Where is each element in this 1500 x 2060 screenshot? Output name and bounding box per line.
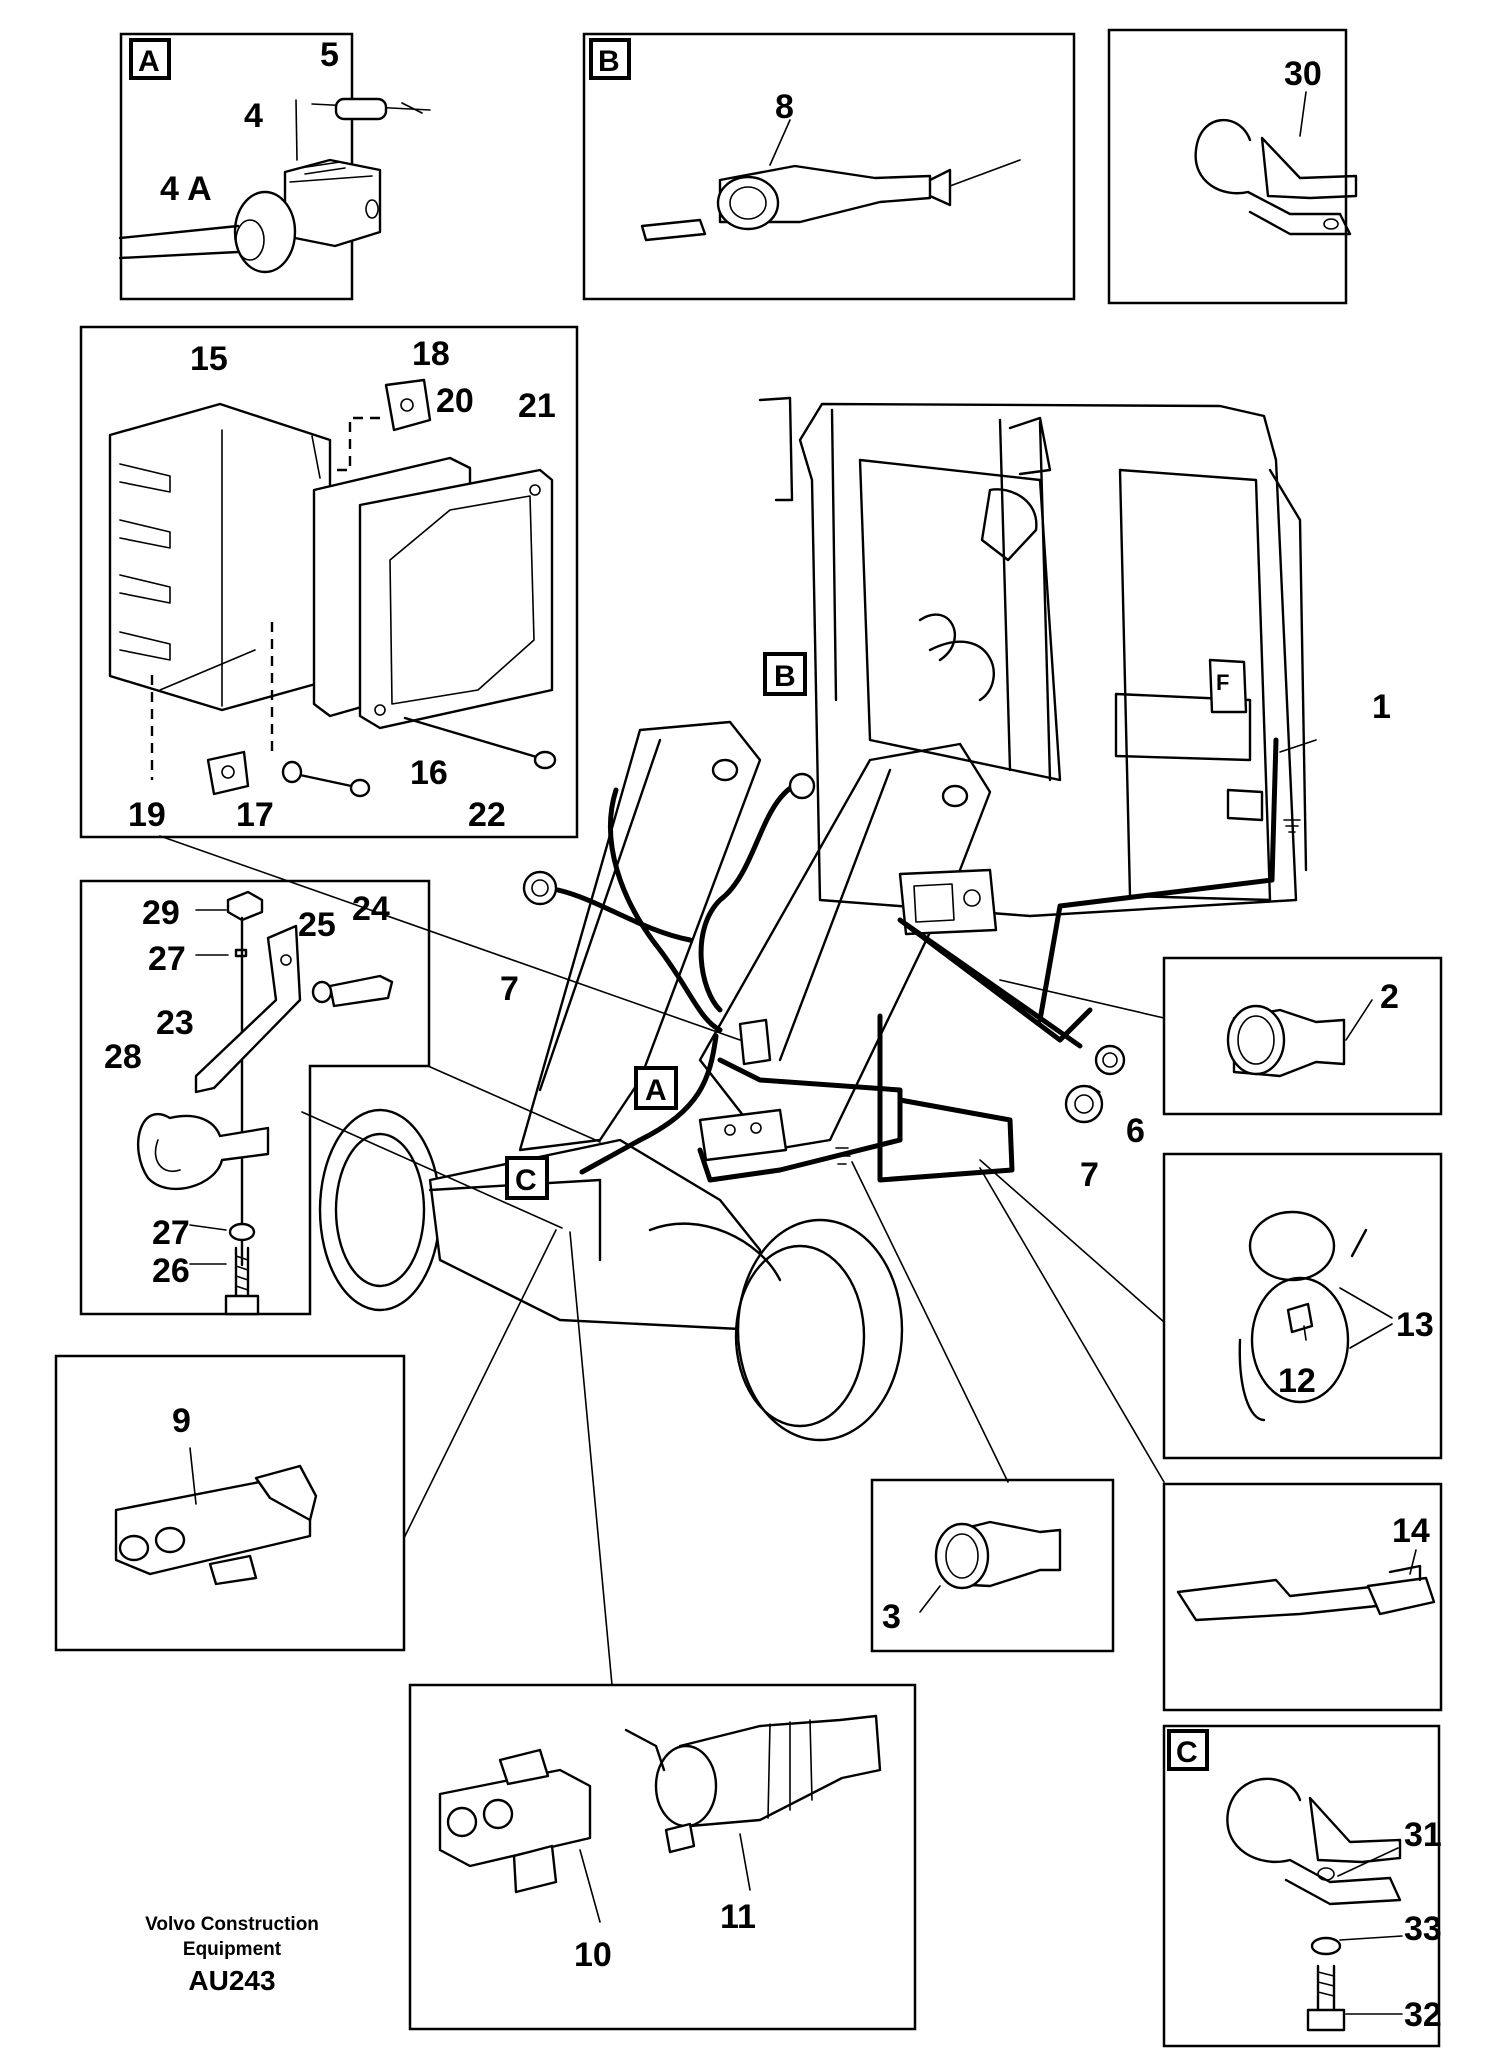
- main-tag-a-box: [634, 1066, 678, 1110]
- callout-6: 6: [1126, 1112, 1145, 1150]
- callout-27-bottom: 27: [152, 1214, 190, 1252]
- callout-2: 2: [1380, 978, 1399, 1016]
- callout-15: 15: [190, 340, 228, 378]
- main-tag-b: B: [774, 660, 796, 693]
- detail-panel-10-11: [408, 1683, 917, 2031]
- callout-7-left: 7: [500, 970, 519, 1008]
- callout-14: 14: [1392, 1512, 1430, 1550]
- callout-9: 9: [172, 1402, 191, 1440]
- callout-3: 3: [882, 1598, 901, 1636]
- callout-33: 33: [1404, 1910, 1442, 1948]
- callout-13: 13: [1396, 1306, 1434, 1344]
- detail-tag-c: C: [1176, 1736, 1198, 1769]
- callout-27-top: 27: [148, 940, 186, 978]
- main-tag-a: A: [645, 1074, 667, 1107]
- callout-29: 29: [142, 894, 180, 932]
- detail-panel-b: B: [582, 32, 1076, 301]
- detail-panel-clamp-30: [1107, 28, 1358, 305]
- callout-4a: 4 A: [160, 170, 212, 208]
- detail-panel-cover: [79, 325, 579, 839]
- callout-21: 21: [518, 387, 556, 425]
- callout-5: 5: [320, 36, 339, 74]
- callout-25: 25: [298, 906, 336, 944]
- callout-8: 8: [775, 88, 794, 126]
- callout-18: 18: [412, 335, 450, 373]
- callout-28: 28: [104, 1038, 142, 1076]
- cab-marker: F: [1216, 670, 1229, 695]
- callout-16: 16: [410, 754, 448, 792]
- callout-1: 1: [1372, 688, 1391, 726]
- detail-panel-bracket: [79, 879, 431, 1316]
- detail-panel-9: [54, 1354, 406, 1652]
- main-tag-b-box: [763, 652, 807, 696]
- detail-tag-a: A: [138, 45, 160, 78]
- detail-panel-2: [1162, 956, 1443, 1116]
- detail-panel-ties: [1162, 1152, 1443, 1460]
- callout-17: 17: [236, 796, 274, 834]
- callout-30: 30: [1284, 55, 1322, 93]
- callout-24: 24: [352, 890, 390, 928]
- detail-panel-c: C: [1162, 1724, 1441, 2048]
- callout-23: 23: [156, 1004, 194, 1042]
- detail-panel-14: [1162, 1482, 1443, 1712]
- main-tag-c-box: [505, 1156, 549, 1200]
- callout-31: 31: [1404, 1816, 1442, 1854]
- footer-drawing-code: AU243: [188, 1965, 275, 1996]
- callout-4: 4: [244, 97, 263, 135]
- callout-32: 32: [1404, 1996, 1442, 2034]
- callout-22: 22: [468, 796, 506, 834]
- callout-12: 12: [1278, 1362, 1316, 1400]
- footer-line-2: Equipment: [183, 1939, 282, 1960]
- main-tag-c: C: [515, 1164, 537, 1197]
- detail-panel-a: A: [118, 32, 431, 301]
- detail-panel-3: [870, 1478, 1115, 1653]
- detail-tag-b: B: [598, 45, 620, 78]
- callout-26: 26: [152, 1252, 190, 1290]
- callout-20: 20: [436, 382, 474, 420]
- callout-19: 19: [128, 796, 166, 834]
- callout-10: 10: [574, 1936, 612, 1974]
- footer-line-1: Volvo Construction: [145, 1914, 319, 1935]
- callout-11: 11: [720, 1898, 756, 1936]
- callout-7-right: 7: [1080, 1156, 1099, 1194]
